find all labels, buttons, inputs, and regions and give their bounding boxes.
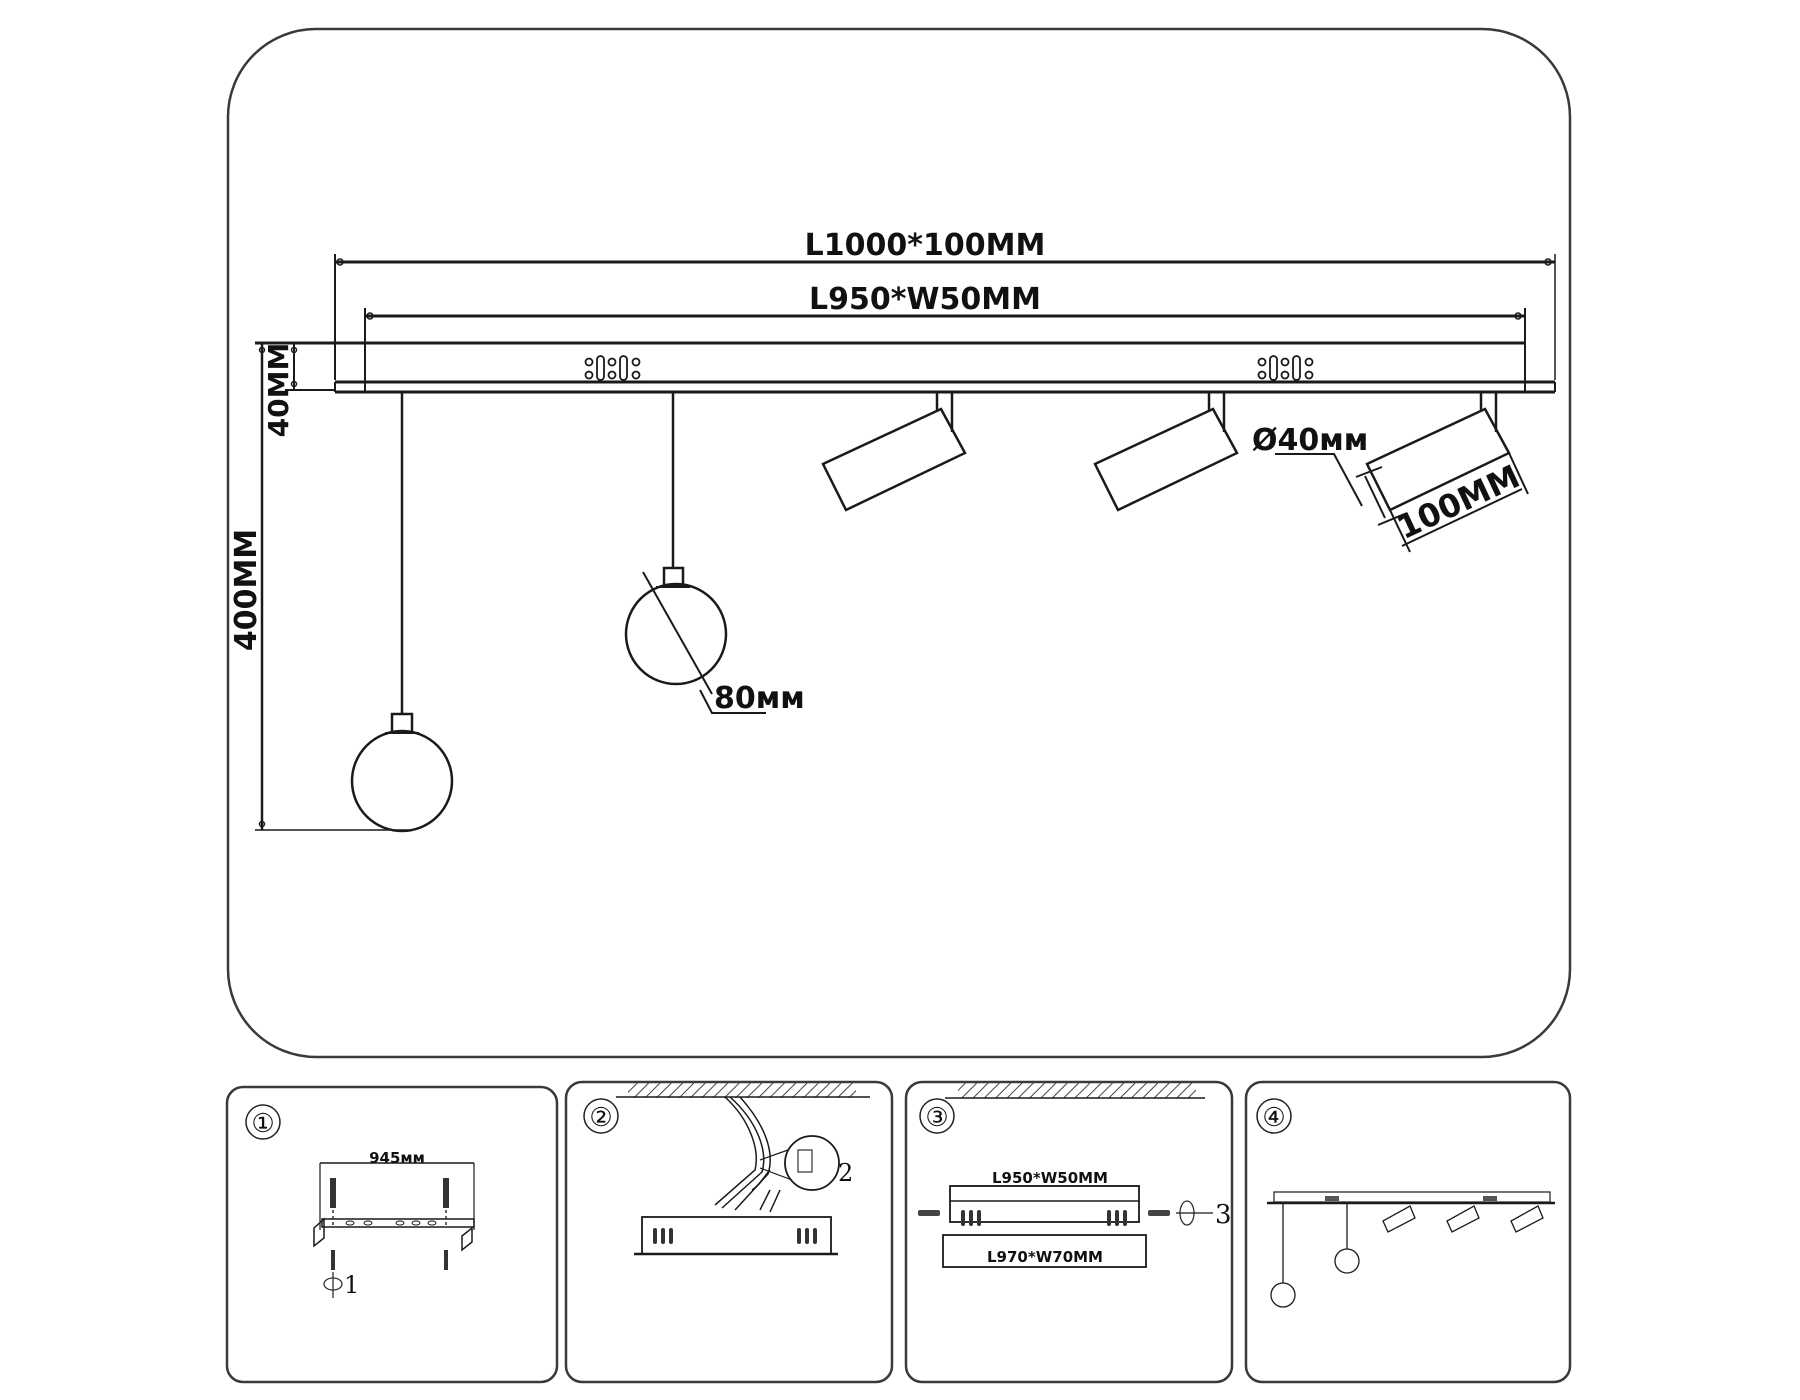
step-1-panel: ① 945мм 1: [225, 1085, 559, 1384]
step-callout: 3: [1215, 1200, 1232, 1230]
ceiling-hatch: [958, 1082, 1196, 1098]
canopy-bar: [255, 341, 1556, 394]
label-canopy-outer: L1000*100MM: [805, 228, 1046, 263]
canopy-plate: [942, 1185, 1147, 1268]
assembled-fixture: [1267, 1191, 1555, 1308]
label-bracket-length: 945мм: [369, 1149, 425, 1167]
label-canopy-outer-size: L970*W70MM: [987, 1248, 1103, 1266]
label-total-drop: 400MM: [229, 529, 264, 651]
step-callout: 1: [344, 1271, 359, 1299]
step-3-panel: ③ L950*W50MM L970*W70MM 3: [904, 1080, 1234, 1384]
step-2-panel: ② 2: [564, 1080, 894, 1384]
spotlight-2: [1093, 392, 1239, 512]
label-canopy-inner-size: L950*W50MM: [992, 1169, 1108, 1187]
label-spot-length: 100MM: [1391, 457, 1525, 547]
label-canopy-inner: L950*W50MM: [809, 282, 1041, 317]
step-4-panel: ④: [1244, 1080, 1572, 1384]
step-number: ②: [589, 1103, 612, 1133]
mounting-bracket: [313, 1217, 475, 1252]
step-number: ④: [1262, 1103, 1285, 1133]
dimension-canopy-height: 40MM: [262, 343, 335, 438]
screw-icon: [331, 1250, 448, 1270]
wall-anchor-icon: [330, 1178, 449, 1225]
rotate-screw-icon: [323, 1272, 343, 1298]
spotlight-1: [821, 392, 967, 512]
label-canopy-height: 40MM: [262, 343, 295, 438]
mounting-holes-left: [584, 355, 641, 381]
canopy-box: [634, 1216, 838, 1256]
dimension-canopy-inner: L950*W50MM: [364, 282, 1526, 392]
step-callout: 2: [838, 1159, 853, 1187]
ceiling-hatch: [628, 1082, 856, 1098]
pendant-globe-short: 80мм: [624, 392, 805, 716]
connector-detail-icon: [759, 1135, 840, 1191]
mounting-holes-right: [1257, 355, 1314, 381]
power-wires: [714, 1096, 781, 1213]
spotlight-3: Ø40мм 100MM: [1252, 392, 1529, 553]
step-number: ①: [251, 1109, 274, 1139]
step-number: ③: [925, 1103, 948, 1133]
dimension-canopy-outer: L1000*100MM: [334, 228, 1556, 380]
label-spot-diameter: Ø40мм: [1252, 423, 1368, 458]
main-frame: [226, 27, 1572, 1059]
screw-icon: [918, 1210, 1170, 1216]
main-diagram: L1000*100MM L950*W50MM: [226, 27, 1572, 1059]
rotate-screw-icon: [1176, 1200, 1213, 1226]
pendant-globe-long: [350, 392, 454, 833]
dimension-total-drop: 400MM: [229, 343, 410, 831]
label-globe-diameter: 80мм: [714, 681, 805, 716]
